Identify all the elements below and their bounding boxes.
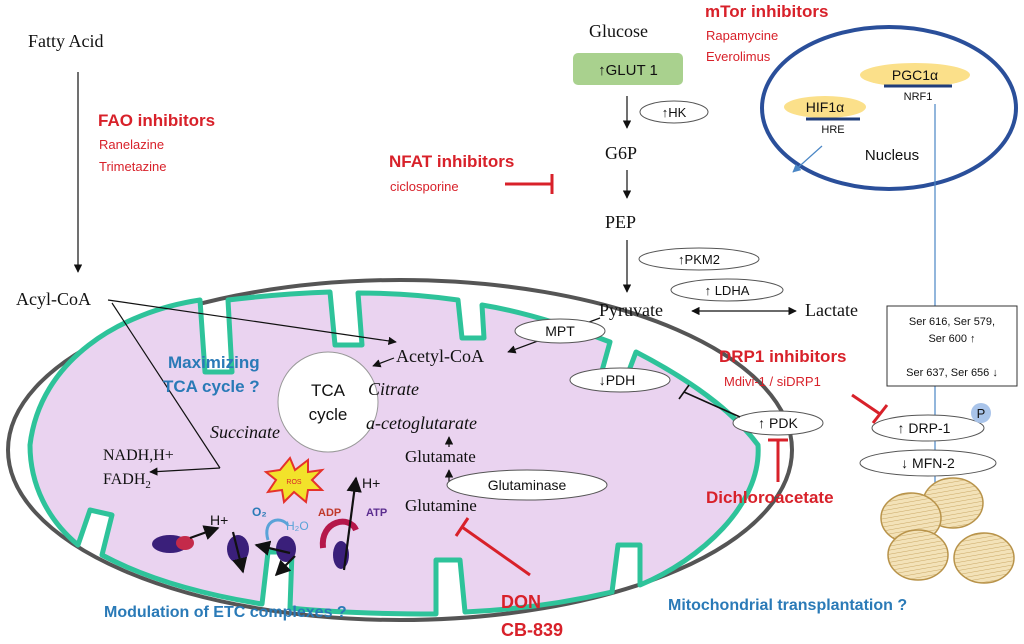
acetyl-to-tca-arrow	[372, 357, 395, 368]
drp1-inhibition-bar	[871, 404, 889, 424]
pdk-ellipse	[732, 410, 824, 436]
tca-question-line-1: Maximizing	[168, 353, 260, 372]
acyl-to-acetyl-arrow	[107, 299, 397, 346]
pdh-ellipse	[569, 367, 671, 393]
glucose-label: Glucose	[589, 21, 648, 41]
mtor-inhibitors-title: mTor inhibitors	[705, 2, 828, 21]
ros-label: ROS	[286, 479, 302, 486]
nfat-inhibitors-title: NFAT inhibitors	[389, 152, 514, 171]
h2o-label: H₂O	[286, 519, 309, 533]
hk-label: ↑HK	[662, 105, 687, 120]
drp1-inhibitors-title: DRP1 inhibitors	[719, 347, 847, 366]
pdk-to-pdh-line	[683, 391, 741, 418]
nucleus-label: Nucleus	[865, 147, 919, 164]
glutaminase-label: Glutaminase	[488, 477, 567, 493]
don-title-2: CB-839	[501, 620, 563, 640]
glutamate-label: Glutamate	[405, 447, 476, 466]
drp1-inhibition-line	[851, 393, 881, 416]
serine-box	[886, 305, 1018, 387]
pdk-label: ↑ PDK	[758, 415, 798, 431]
fadh-label: FADH2	[103, 471, 151, 491]
g6p-label: G6P	[605, 143, 637, 163]
drp1-ellipse	[871, 414, 985, 442]
mfn2-label: ↓ MFN-2	[901, 455, 955, 471]
aketoglutarate-label: a-cetoglutarate	[366, 413, 477, 433]
serine-line-2: Ser 600 ↑	[928, 333, 975, 345]
pkm2-label: ↑PKM2	[678, 252, 720, 267]
h-plus-left: H+	[210, 512, 228, 528]
nrf1-label: NRF1	[904, 91, 933, 103]
tca-cycle-circle	[277, 351, 379, 453]
ldha-ellipse	[670, 278, 784, 302]
citrate-label: Citrate	[368, 379, 419, 399]
tca-line2: cycle	[309, 405, 348, 424]
glutaminase-ellipse	[446, 469, 608, 501]
nadh-label: NADH,H+	[103, 447, 174, 464]
mtor-drug-1: Rapamycine	[706, 28, 778, 43]
fao-drug-1: Ranelazine	[99, 137, 164, 152]
hif1a-blob	[784, 96, 866, 118]
pyruvate-label: Pyruvate	[599, 300, 663, 320]
acetyl-coa-label: Acetyl-CoA	[396, 346, 484, 366]
pdk-to-pdh-bar	[678, 384, 690, 400]
adp-label: ADP	[318, 507, 341, 519]
nfat-drug-1: ciclosporine	[390, 179, 459, 194]
mtor-drug-2: Everolimus	[706, 49, 771, 64]
serine-line-1: Ser 616, Ser 579,	[909, 316, 995, 328]
pep-label: PEP	[605, 212, 636, 232]
hif1a-label: HIF1α	[806, 99, 844, 115]
fao-drug-2: Trimetazine	[99, 159, 166, 174]
fadh-text: FADH	[103, 471, 146, 488]
drp1-label: ↑ DRP-1	[898, 420, 951, 436]
ros-burst: ROS	[263, 456, 325, 505]
etc-complexes	[152, 476, 362, 577]
glut1-box	[573, 53, 683, 85]
succinate-label: Succinate	[210, 422, 280, 442]
mpt-ellipse	[514, 318, 606, 344]
acyl-to-nadh-line	[111, 302, 221, 469]
fatty-acid-label: Fatty Acid	[28, 31, 104, 51]
fao-inhibitors-title: FAO inhibitors	[98, 111, 215, 130]
lactate-label: Lactate	[805, 300, 858, 320]
don-title-1: DON	[501, 592, 541, 612]
mfn2-ellipse	[859, 449, 997, 477]
glut1-label: ↑GLUT 1	[598, 62, 658, 79]
etc-question: Modulation of ETC complexes ?	[104, 604, 347, 621]
pgc1a-label: PGC1α	[892, 67, 938, 83]
phospho-circle	[971, 403, 991, 423]
hk-ellipse	[639, 100, 709, 124]
tca-question-line-2: TCA cycle ?	[163, 377, 260, 396]
pdh-label: ↓PDH	[599, 372, 636, 388]
pkm2-ellipse	[638, 247, 760, 271]
transplant-question: Mitochondrial transplantation ?	[668, 597, 907, 614]
hif1a-to-glycolysis-arrow	[792, 145, 823, 173]
mini-mitochondria	[880, 477, 1015, 584]
phospho-label: P	[977, 406, 986, 421]
mpt-label: MPT	[545, 323, 575, 339]
acyl-coa-label: Acyl-CoA	[16, 289, 91, 309]
acyl-to-nadh-arrow	[149, 467, 221, 476]
fadh-subscript: 2	[145, 479, 151, 491]
dca-title: Dichloroacetate	[706, 488, 834, 507]
don-inhibition-line	[461, 525, 531, 577]
drp1-drug-1: Mdivi-1 / siDRP1	[724, 374, 821, 389]
glutamine-label: Glutamine	[405, 496, 477, 515]
tca-line1: TCA	[311, 381, 346, 400]
h-plus-right: H+	[362, 475, 380, 491]
atp-label: ATP	[366, 507, 387, 519]
hre-label: HRE	[821, 124, 844, 136]
ldha-label: ↑ LDHA	[705, 283, 750, 298]
pgc1a-blob	[860, 63, 970, 87]
o2-label: O₂	[252, 505, 267, 519]
serine-line-3: Ser 637, Ser 656 ↓	[906, 367, 998, 379]
don-inhibition-bar	[454, 517, 470, 537]
